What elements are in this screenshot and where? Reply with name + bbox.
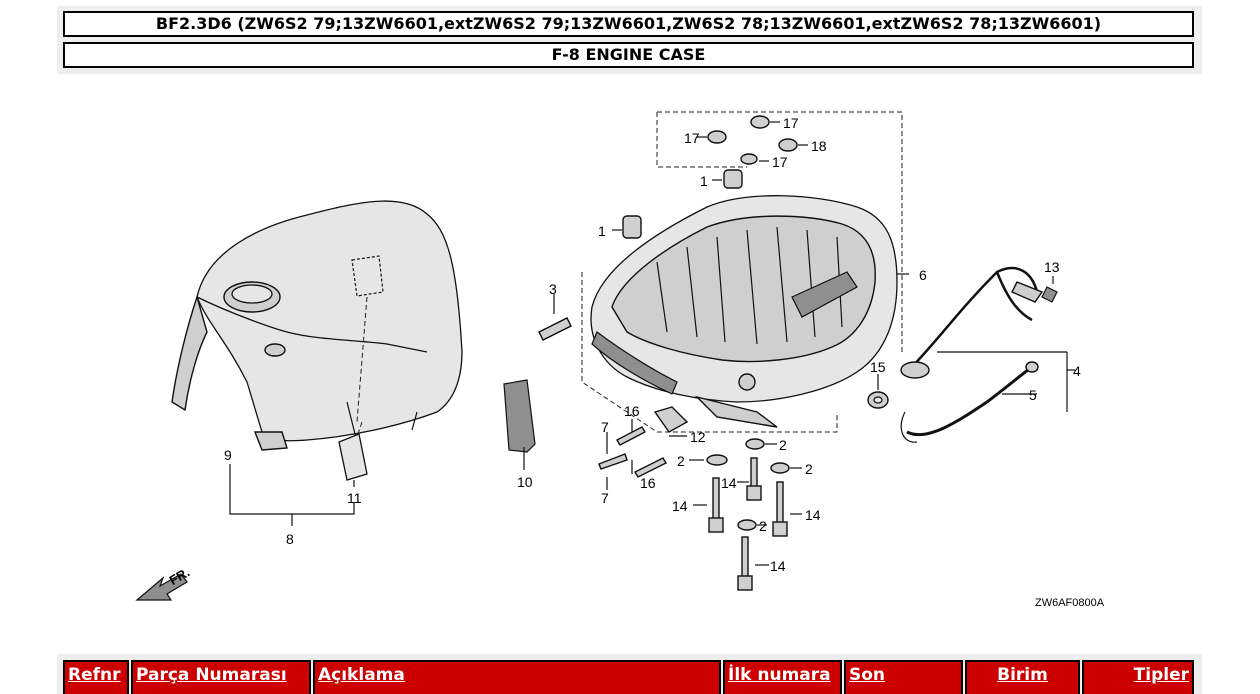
svg-text:4: 4: [1073, 363, 1081, 379]
svg-text:7: 7: [601, 490, 609, 506]
callout-labels: 17 17 18 17 1 1 6 3 13 4 5 15 16 7 7 16 …: [167, 115, 1105, 609]
bolt-3-drawing: [538, 317, 572, 341]
column-part-number[interactable]: Parça Numarası: [131, 660, 311, 694]
column-last[interactable]: Son: [844, 660, 963, 694]
svg-text:5: 5: [1029, 387, 1037, 403]
svg-text:15: 15: [870, 359, 886, 375]
svg-text:1: 1: [700, 173, 708, 189]
svg-text:14: 14: [672, 498, 688, 514]
pins-drawing: [598, 406, 689, 478]
svg-text:2: 2: [805, 461, 813, 477]
svg-text:14: 14: [805, 507, 821, 523]
svg-text:8: 8: [286, 531, 294, 547]
svg-text:2: 2: [759, 518, 767, 534]
svg-text:10: 10: [517, 474, 533, 490]
model-title: BF2.3D6 (ZW6S2 79;13ZW6601,extZW6S2 79;1…: [63, 11, 1194, 37]
svg-text:2: 2: [779, 437, 787, 453]
svg-text:6: 6: [919, 267, 927, 283]
svg-text:13: 13: [1044, 259, 1060, 275]
svg-text:7: 7: [601, 419, 609, 435]
svg-text:14: 14: [721, 475, 737, 491]
label-panel-drawing: [338, 433, 368, 481]
engine-cover-drawing: [171, 200, 463, 451]
svg-text:16: 16: [640, 475, 656, 491]
svg-text:17: 17: [684, 130, 700, 146]
svg-text:11: 11: [347, 490, 362, 506]
svg-text:3: 3: [549, 281, 557, 297]
engine-case-drawing: [590, 195, 898, 428]
svg-text:17: 17: [783, 115, 799, 131]
front-direction-arrow: [135, 573, 188, 601]
column-unit[interactable]: Birim: [965, 660, 1080, 694]
svg-text:16: 16: [624, 403, 640, 419]
svg-text:9: 9: [224, 447, 232, 463]
svg-text:14: 14: [770, 558, 786, 574]
grommet-parts: [622, 115, 889, 409]
svg-text:2: 2: [677, 453, 685, 469]
svg-text:1: 1: [598, 223, 606, 239]
bolts-drawing: [706, 438, 790, 591]
column-first-number[interactable]: İlk numara: [723, 660, 842, 694]
section-title: F-8 ENGINE CASE: [63, 42, 1194, 68]
column-types[interactable]: Tipler: [1082, 660, 1194, 694]
column-description[interactable]: Açıklama: [313, 660, 721, 694]
svg-text:18: 18: [811, 138, 827, 154]
drawing-code: ZW6AF0800A: [1035, 597, 1105, 609]
wiring-drawing: [900, 266, 1058, 443]
column-refnr[interactable]: Refnr: [63, 660, 129, 694]
svg-text:17: 17: [772, 154, 788, 170]
parts-diagram: 17 17 18 17 1 1 6 3 13 4 5 15 16 7 7 16 …: [135, 111, 1105, 609]
svg-text:12: 12: [690, 429, 706, 445]
plate-10-drawing: [503, 379, 536, 453]
